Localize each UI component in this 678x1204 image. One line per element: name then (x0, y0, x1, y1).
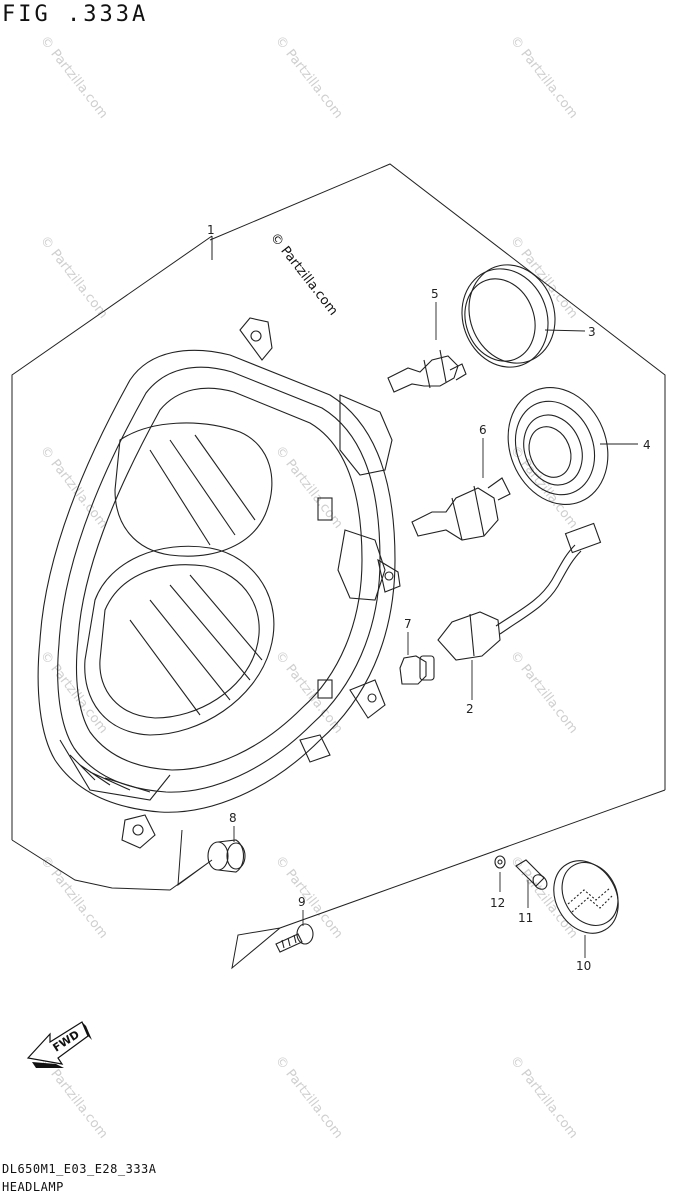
reflector-part (553, 860, 619, 934)
watermark: © Partzilla.com (507, 853, 581, 941)
callout-11: 11 (518, 911, 533, 925)
watermark: © Partzilla.com (507, 1053, 581, 1141)
watermark: © Partzilla.com (507, 233, 581, 321)
wedge-bulb-part (399, 655, 435, 685)
assembly-outline (11, 163, 666, 970)
watermark: © Partzilla.com (37, 33, 111, 121)
bulb-h7-part (387, 349, 467, 393)
callout-6: 6 (479, 423, 487, 437)
watermark-grid: © Partzilla.com © Partzilla.com © Partzi… (37, 33, 581, 1141)
screw-part (275, 923, 314, 953)
washer-part (494, 855, 506, 869)
watermark: © Partzilla.com (272, 443, 346, 531)
callout-2: 2 (466, 702, 474, 716)
callout-4: 4 (643, 438, 651, 452)
watermark: © Partzilla.com (272, 648, 346, 736)
diagram-caption: HEADLAMP (2, 1180, 64, 1194)
watermark: © Partzilla.com (37, 233, 111, 321)
leader-lines (233, 302, 638, 958)
rubber-cover-part (507, 386, 609, 506)
watermark: © Partzilla.com (37, 853, 111, 941)
diagram-code: DL650M1_E03_E28_333A (2, 1162, 157, 1176)
socket-harness-part (437, 522, 602, 661)
watermark: © Partzilla.com (272, 33, 346, 121)
callout-3: 3 (588, 325, 596, 339)
callout-10: 10 (576, 959, 591, 973)
figure-title: FIG .333A (2, 2, 149, 27)
stud-part (515, 859, 548, 890)
bulb-cap-part (461, 264, 556, 368)
watermark-dark: © Partzilla.com (267, 230, 341, 318)
callout-9: 9 (298, 895, 306, 909)
callout-1: 1 (207, 223, 215, 237)
watermark: © Partzilla.com (507, 33, 581, 121)
callout-labels: 1 2 3 4 5 6 7 8 9 10 11 12 (207, 223, 651, 973)
watermark: © Partzilla.com (272, 853, 346, 941)
callout-12: 12 (490, 896, 505, 910)
callout-7: 7 (404, 617, 412, 631)
watermark: © Partzilla.com (507, 648, 581, 736)
bulb-h9-part (411, 477, 511, 541)
grommet-part (207, 839, 246, 873)
callout-5: 5 (431, 287, 439, 301)
callout-8: 8 (229, 811, 237, 825)
watermark: © Partzilla.com (272, 1053, 346, 1141)
headlamp-housing-part (37, 317, 401, 849)
